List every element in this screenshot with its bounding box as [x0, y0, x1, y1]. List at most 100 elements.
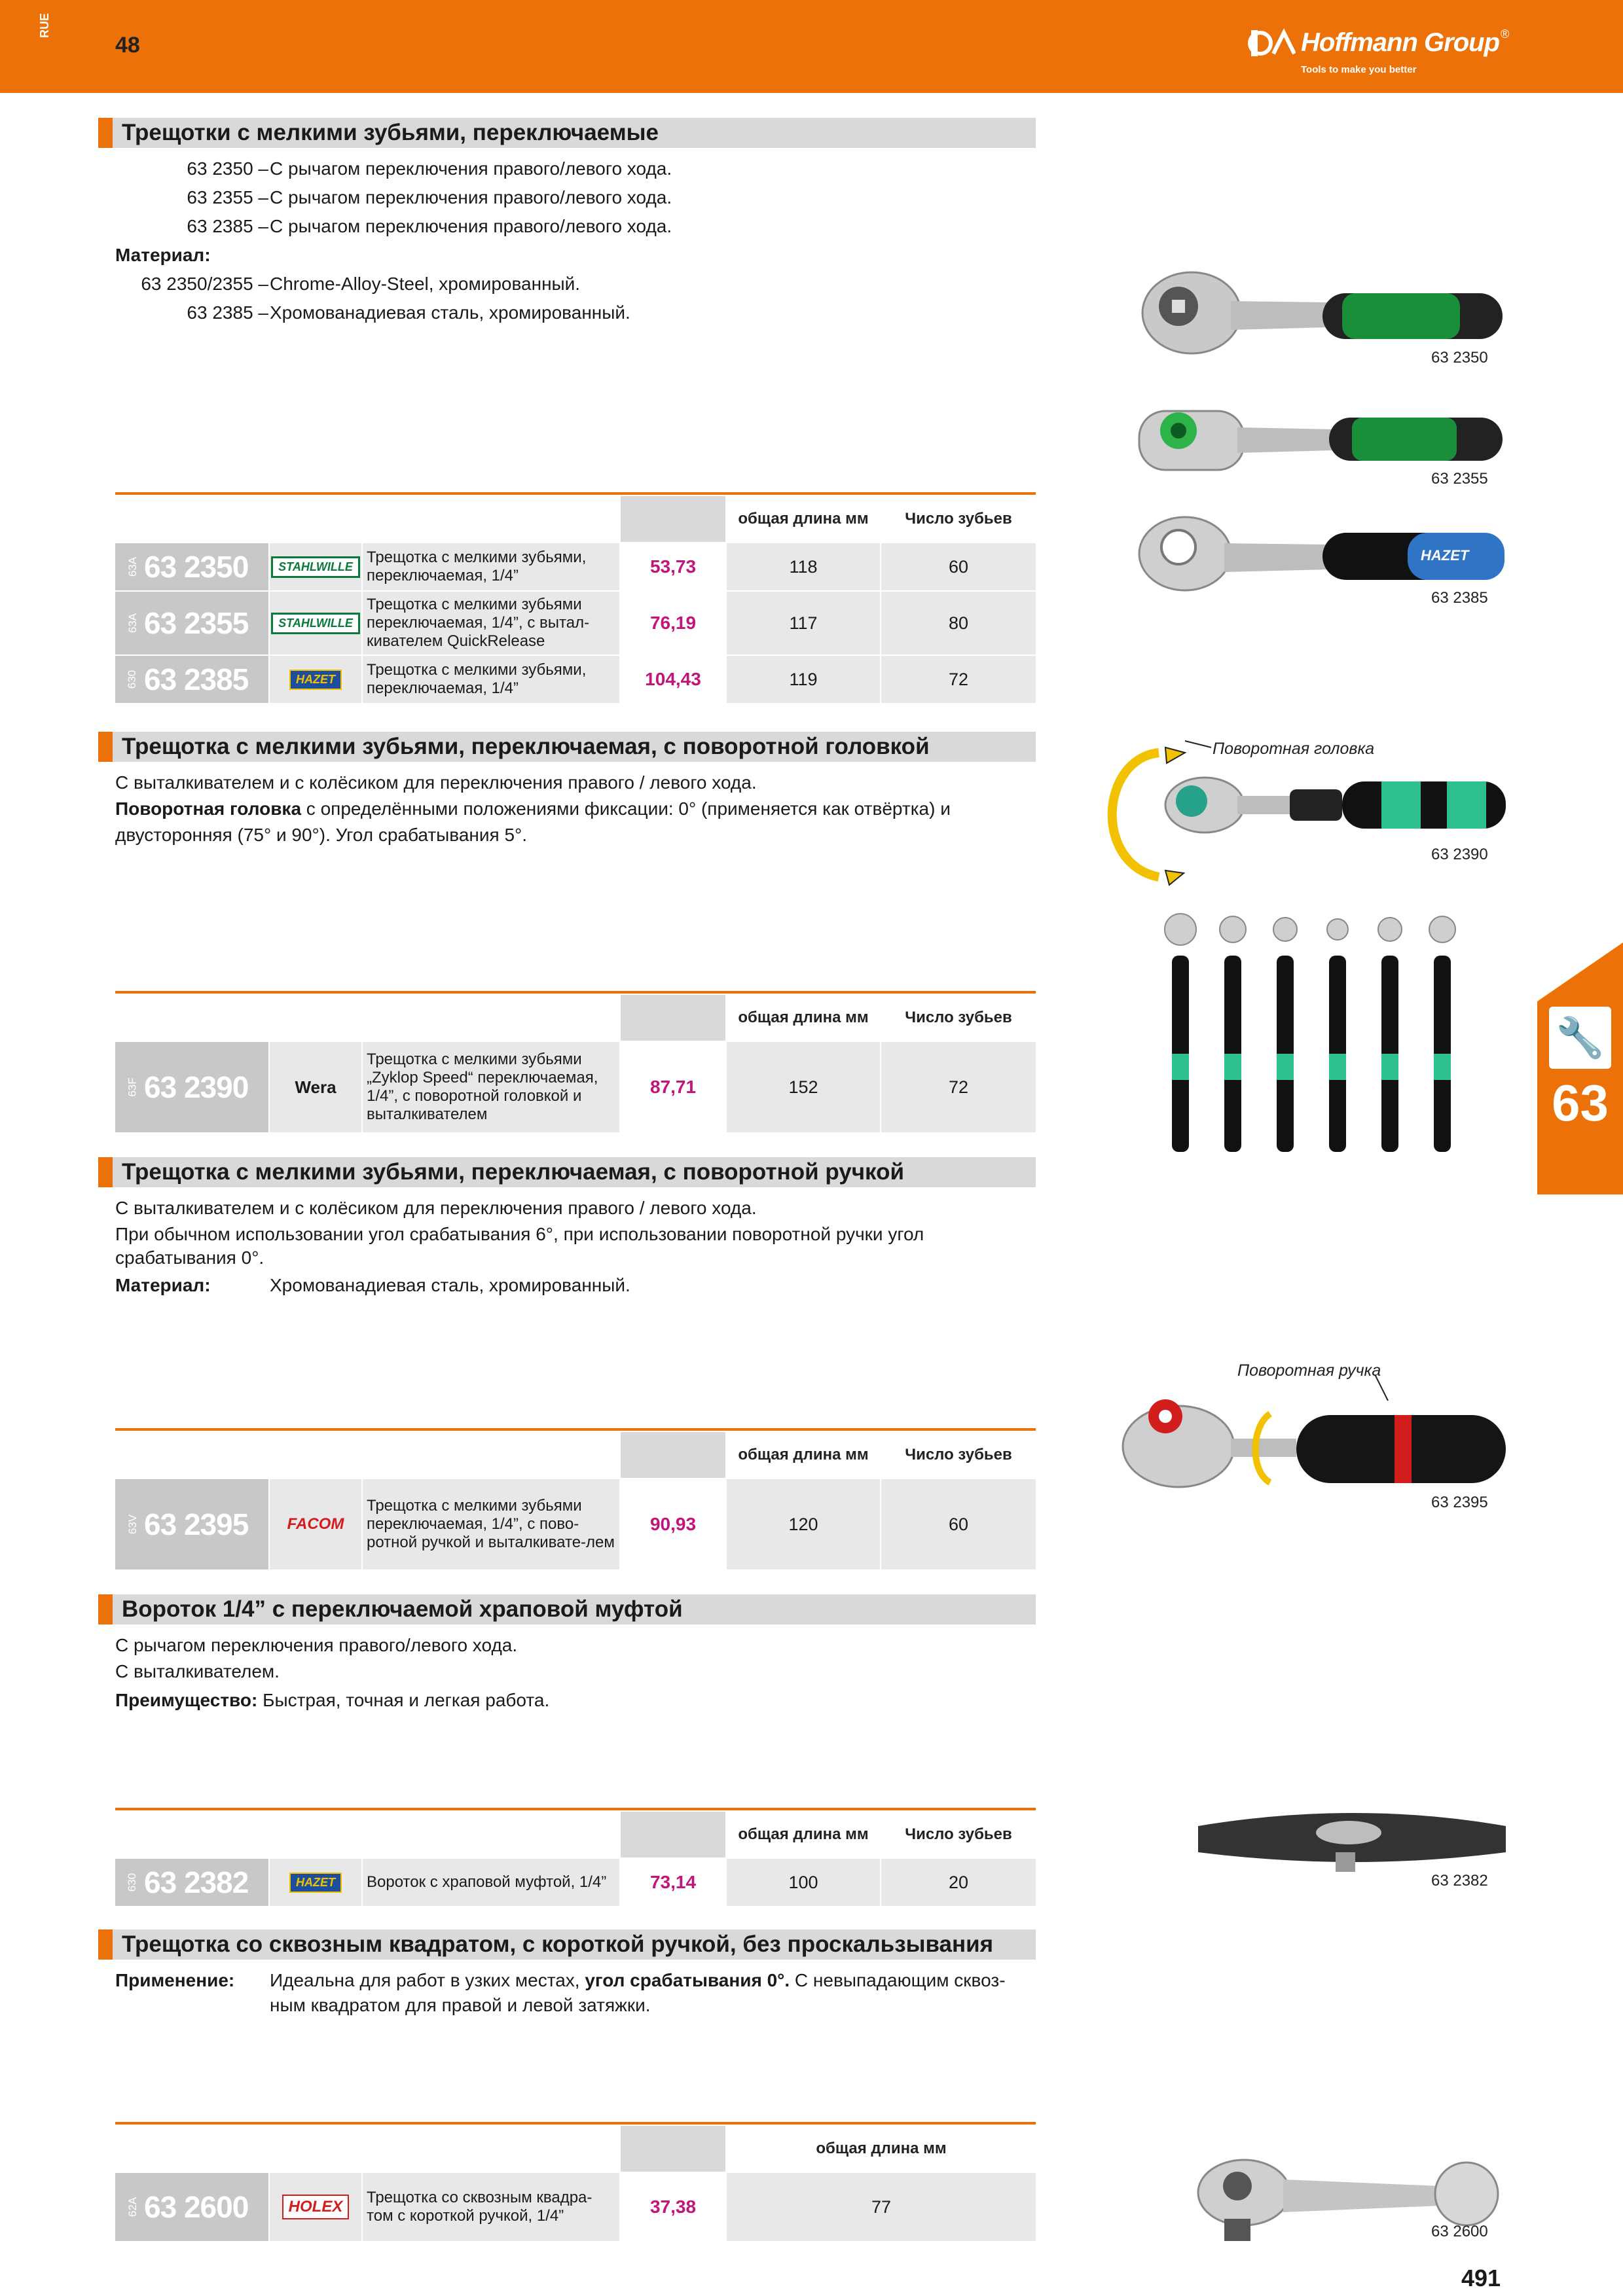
desc-line: При обычном использовании угол срабатыва… — [115, 1224, 924, 1244]
registered-mark: ® — [1501, 27, 1510, 41]
header-teeth: Число зубьев — [905, 510, 1012, 528]
page-number-left: 48 — [115, 33, 140, 58]
image-caption: 63 2395 — [1431, 1494, 1488, 1511]
group-tag: 630 — [126, 670, 139, 689]
description-cell: Трещотка со сквозным квадра-том с коротк… — [363, 2173, 619, 2241]
section-title: Трещотки с мелкими зубьями, переключаемы… — [98, 118, 1036, 148]
teeth-cell: 60 — [881, 1479, 1036, 1570]
use-line: ным квадратом для правой и левой затяжки… — [270, 1995, 651, 2015]
product-table: общая длина мм 62A 63 2600 HOLEX Трещотка… — [115, 2122, 1036, 2241]
table-top-rule — [115, 1808, 1036, 1810]
brand-logo: Wera — [295, 1077, 337, 1097]
use-bold: угол срабатывания 0°. — [585, 1970, 790, 1990]
brand-cell: Wera — [270, 1042, 361, 1132]
article-number[interactable]: 63 2350 — [144, 550, 249, 584]
brand-logo: HAZET — [289, 669, 342, 690]
material-label: Материал: — [115, 245, 211, 265]
group-tag: 62A — [126, 2197, 139, 2217]
wrench-632382-image — [1198, 1813, 1506, 1872]
callout-swivel-handle: Поворотная ручка — [1237, 1361, 1381, 1380]
image-caption: 63 2355 — [1431, 470, 1488, 488]
page-number-right: 491 — [1461, 2265, 1501, 2291]
code-cell: 630 63 2385 — [115, 656, 268, 703]
table-top-rule — [115, 991, 1036, 994]
price-cell: 37,38 — [621, 2173, 725, 2241]
ratchet-632355-image — [1138, 410, 1503, 471]
price-header-cell — [621, 1812, 725, 1857]
article-number[interactable]: 63 2385 — [144, 662, 249, 696]
description-cell: Трещотка с мелкими зубьями, переключаема… — [363, 543, 619, 590]
length-cell: 119 — [727, 656, 880, 703]
description-cell: Трещотка с мелкими зубьями, переключаема… — [363, 656, 619, 703]
logo-name: Hoffmann Group — [1301, 27, 1500, 57]
chapter-number: 63 — [1552, 1074, 1609, 1132]
brand-logo: HOLEX — [282, 2195, 350, 2219]
header-teeth: Число зубьев — [905, 1009, 1012, 1026]
length-cell: 117 — [727, 592, 880, 655]
price-cell: 104,43 — [621, 656, 725, 703]
article-number[interactable]: 63 2382 — [144, 1865, 249, 1899]
advantage-label: Преимущество: — [115, 1690, 258, 1710]
group-tag: 63F — [126, 1077, 139, 1097]
length-cell: 120 — [727, 1479, 880, 1570]
teeth-cell: 80 — [881, 592, 1036, 655]
article-number[interactable]: 63 2355 — [144, 606, 249, 640]
image-caption: 63 2350 — [1431, 349, 1488, 367]
desc-code: 63 2385 – — [187, 302, 268, 323]
price-header-cell — [621, 2126, 725, 2172]
desc-text: с определёнными положениями фиксации: 0°… — [301, 798, 951, 819]
table-top-rule — [115, 492, 1036, 495]
image-caption: 63 2600 — [1431, 2223, 1488, 2240]
brand-logo: STAHLWILLE — [271, 556, 360, 578]
desc-line: С выталкивателем и с колёсиком для перек… — [115, 1198, 757, 1218]
desc-line: Преимущество: Быстрая, точная и легкая р… — [115, 1686, 549, 1715]
advantage-text: Быстрая, точная и легкая работа. — [257, 1690, 550, 1710]
table-row[interactable]: 63F 63 2390 Wera Трещотка с мелкими зубья… — [115, 1042, 1036, 1132]
description-cell: Трещотка с мелкими зубьями „Zyklop Speed… — [363, 1042, 619, 1132]
teeth-cell: 20 — [881, 1859, 1036, 1906]
teeth-cell: 60 — [881, 543, 1036, 590]
header-length: общая длина мм — [816, 2140, 947, 2157]
article-number[interactable]: 63 2390 — [144, 1070, 249, 1104]
brand-cell: HAZET — [270, 1859, 361, 1906]
table-row[interactable]: 62A 63 2600 HOLEX Трещотка со сквозным кв… — [115, 2173, 1036, 2241]
length-cell: 118 — [727, 543, 880, 590]
table-row[interactable]: 630 63 2385 HAZET Трещотка с мелкими зубь… — [115, 656, 1036, 703]
use-line: Идеальна для работ в узких местах, угол … — [270, 1966, 1006, 1995]
svg-text:HAZET: HAZET — [1421, 547, 1470, 564]
brand-cell: HOLEX — [270, 2173, 361, 2241]
price-cell: 73,14 — [621, 1859, 725, 1906]
teeth-cell: 72 — [881, 656, 1036, 703]
ratchet-632385-image: HAZET — [1138, 516, 1504, 592]
chapter-tab[interactable]: 🔧 63 — [1537, 942, 1623, 1194]
header-length: общая длина мм — [738, 510, 869, 528]
desc-line: двусторонняя (75° и 90°). Угол срабатыва… — [115, 825, 528, 845]
image-caption: 63 2382 — [1431, 1872, 1488, 1890]
image-caption: 63 2390 — [1431, 846, 1488, 863]
logo-tagline: Tools to make you better — [1301, 64, 1417, 75]
hoffmann-logo[interactable]: Hoffmann Group® Tools to make you better — [1247, 27, 1510, 75]
header-bar: RUE 48 Hoffmann Group® Tools to make you… — [0, 0, 1623, 93]
ratchet-632350-image — [1141, 271, 1503, 355]
desc-line: С рычагом переключения правого/левого хо… — [115, 1635, 518, 1655]
desc-text: Chrome-Alloy-Steel, хромированный. — [270, 274, 581, 294]
article-number[interactable]: 63 2600 — [144, 2190, 249, 2224]
desc-line: срабатывания 0°. — [115, 1247, 264, 1268]
desc-code: 63 2350/2355 – — [141, 274, 268, 294]
header-length: общая длина мм — [738, 1825, 869, 1843]
code-cell: 63F 63 2390 — [115, 1042, 268, 1132]
brand-cell: FACOM — [270, 1479, 361, 1570]
article-number[interactable]: 63 2395 — [144, 1507, 249, 1541]
section-title: Трещотка с мелкими зубьями, переключаема… — [98, 1157, 1036, 1187]
price-cell: 90,93 — [621, 1479, 725, 1570]
header-length: общая длина мм — [738, 1446, 869, 1463]
code-cell: 62A 63 2600 — [115, 2173, 268, 2241]
header-teeth: Число зубьев — [905, 1825, 1012, 1843]
group-tag: 63A — [126, 613, 139, 634]
